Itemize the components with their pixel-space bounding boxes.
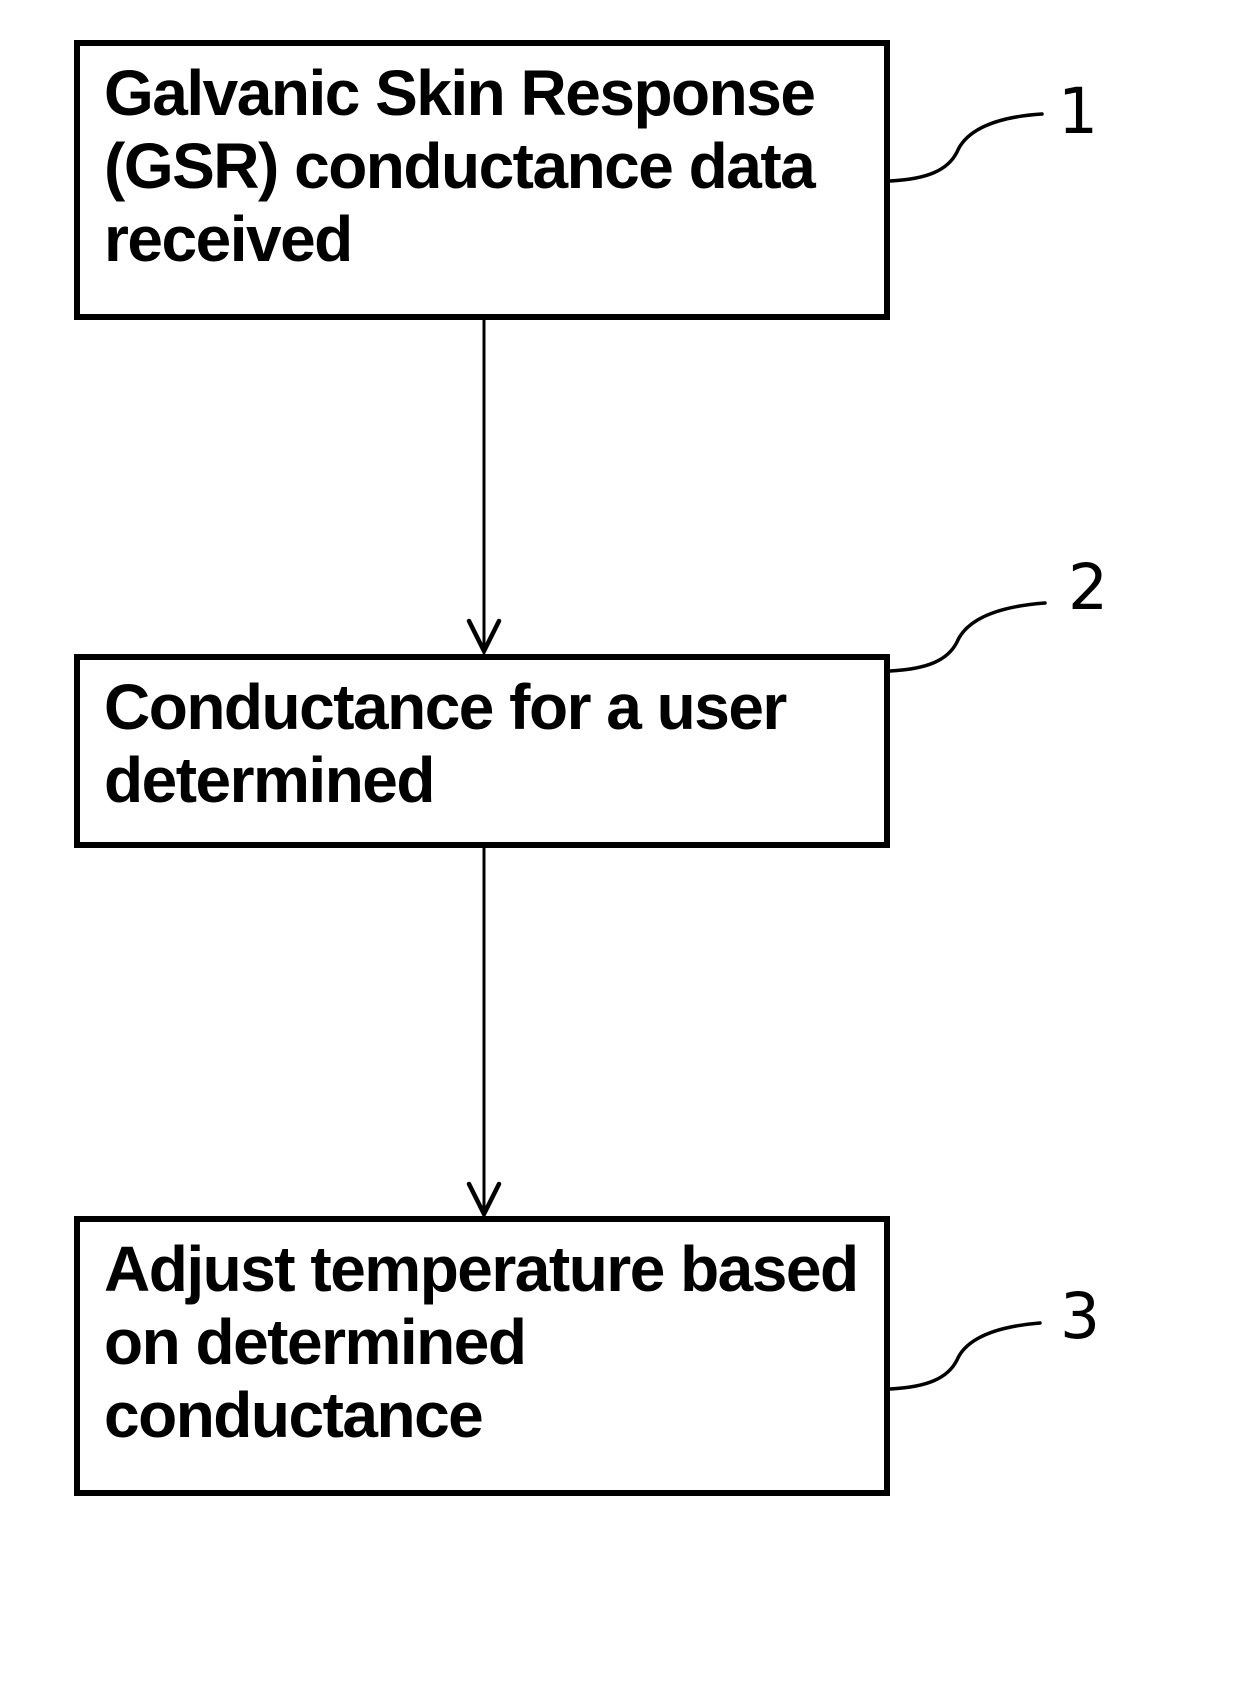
flow-box-step-2-text: Conductance for a user determined — [104, 671, 787, 816]
leader-line-1 — [888, 112, 1044, 183]
ref-label-2: 2 — [1067, 551, 1109, 624]
leader-line-3 — [888, 1321, 1042, 1391]
flow-box-step-3-text: Adjust temperature based on determined c… — [104, 1233, 859, 1451]
flow-box-step-2: Conductance for a user determined — [74, 654, 890, 848]
down-arrow-1-head — [466, 618, 502, 657]
flow-box-step-1: Galvanic Skin Response (GSR) conductance… — [74, 40, 890, 320]
ref-label-3: 3 — [1059, 1280, 1101, 1353]
flow-box-step-1-text: Galvanic Skin Response (GSR) conductance… — [104, 57, 816, 275]
down-arrow-2-head — [466, 1181, 502, 1220]
flow-box-step-3: Adjust temperature based on determined c… — [74, 1216, 890, 1496]
ref-label-1: 1 — [1057, 75, 1099, 148]
leader-line-2 — [888, 601, 1047, 673]
